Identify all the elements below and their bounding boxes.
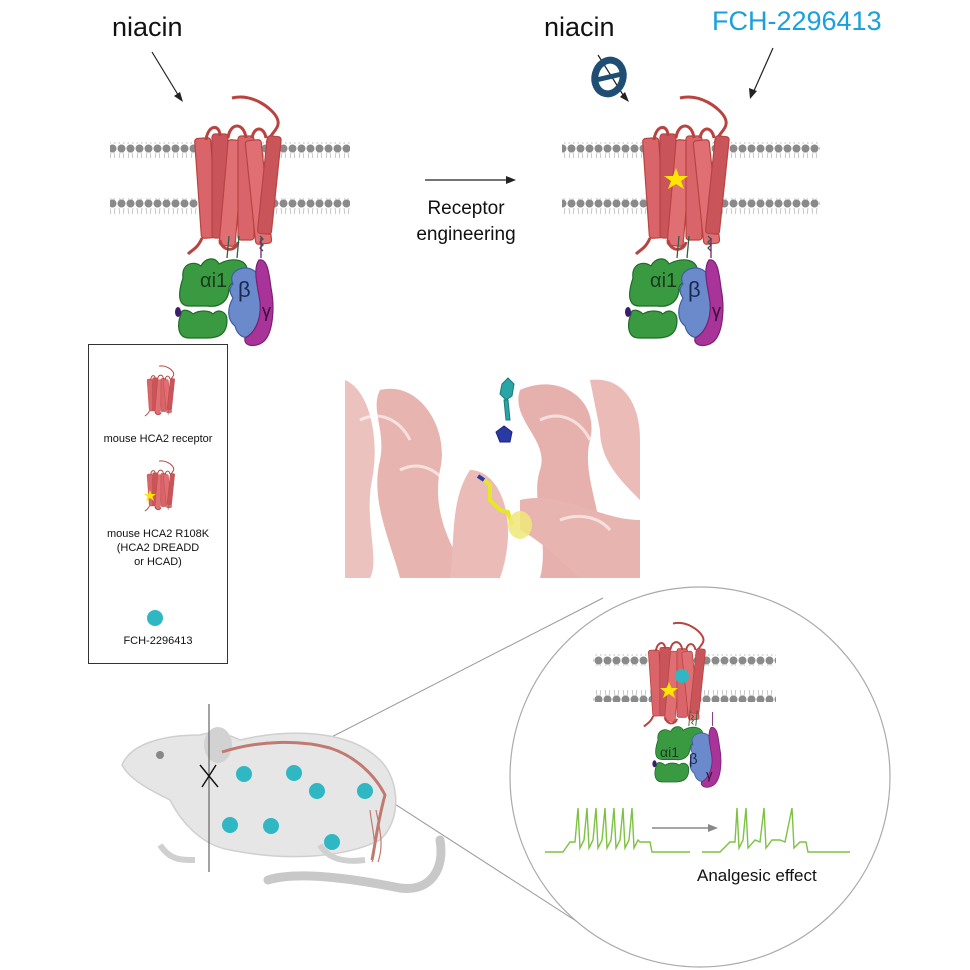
callout-line-top bbox=[309, 597, 604, 749]
legend-mutant-line1: mouse HCA2 R108K bbox=[106, 528, 210, 540]
trace-arrowhead bbox=[708, 824, 718, 832]
panel-wildtype bbox=[110, 51, 350, 347]
legend-item-mutant-label: mouse HCA2 R108K (HCA2 DREADD or HCAD) bbox=[89, 527, 227, 569]
mutation-star-icon bbox=[664, 168, 688, 189]
inset-ligand-dot-icon bbox=[675, 669, 689, 683]
legend-item-receptor-label: mouse HCA2 receptor bbox=[103, 433, 213, 445]
block-icon bbox=[591, 56, 627, 98]
legend-mutant-line3: or HCAD) bbox=[134, 556, 182, 568]
legend-box: mouse HCA2 receptor mouse HCA2 R108K (HC… bbox=[88, 344, 228, 664]
beta-subunit-label: β bbox=[688, 277, 701, 302]
receptor-engineering-line2: engineering bbox=[416, 224, 516, 245]
legend-item-ligand-label: FCH-2296413 bbox=[123, 635, 193, 647]
fch-arrow bbox=[752, 47, 774, 94]
panel-engineered bbox=[562, 47, 820, 347]
mouse-front-leg bbox=[157, 843, 196, 863]
legend-mutant-line2: (HCA2 DREADD bbox=[116, 542, 200, 554]
beta-subunit-label: β bbox=[689, 751, 698, 768]
beta-subunit-label: β bbox=[238, 277, 251, 302]
inset-star-icon bbox=[660, 682, 678, 698]
mouse-ear bbox=[204, 727, 232, 763]
mouse-tail bbox=[263, 835, 446, 893]
spinal-cord bbox=[221, 740, 387, 861]
inset-receptor-complex bbox=[593, 621, 776, 788]
legend-ligand-dot-icon bbox=[147, 610, 163, 626]
ligand-dot bbox=[263, 818, 279, 834]
gamma-subunit-label: γ bbox=[712, 301, 721, 321]
trace-after bbox=[702, 807, 850, 853]
callout-line-bottom bbox=[369, 787, 591, 931]
receptor-engineering-label: Receptor engineering bbox=[406, 196, 526, 248]
fch-arrowhead bbox=[749, 88, 757, 99]
mouse-hind-leg bbox=[317, 843, 366, 864]
analgesic-effect-label: Analgesic effect bbox=[697, 866, 817, 885]
mouse-illustration bbox=[121, 704, 446, 893]
alpha-subunit-label: αi1 bbox=[660, 744, 679, 760]
niacin-label: niacin bbox=[112, 12, 183, 42]
niacin-blocked-arrowhead bbox=[620, 92, 629, 102]
trace-before bbox=[545, 807, 690, 853]
sciatic-nerve bbox=[369, 809, 382, 863]
alpha-subunit-label: αi1 bbox=[200, 270, 227, 292]
hca2-receptor bbox=[186, 95, 283, 256]
engineering-arrowhead bbox=[506, 176, 516, 184]
niacin-arrowhead bbox=[174, 92, 183, 102]
protein-structure-image bbox=[342, 372, 642, 580]
ligand-dot bbox=[286, 765, 302, 781]
ligand-dot bbox=[324, 834, 340, 850]
mouse-body bbox=[121, 732, 397, 858]
ligand-dot bbox=[222, 817, 238, 833]
legend-star-icon bbox=[144, 490, 156, 501]
ligand-dot bbox=[357, 783, 373, 799]
niacin-blocked-label: niacin bbox=[544, 12, 615, 42]
gamma-subunit-label: γ bbox=[706, 767, 713, 782]
fch-agonist-label: FCH-2296413 bbox=[712, 6, 882, 36]
ligand-dot bbox=[236, 766, 252, 782]
gamma-subunit-label: γ bbox=[262, 301, 271, 321]
ligand-dot bbox=[309, 783, 325, 799]
alpha-subunit-label: αi1 bbox=[650, 270, 677, 292]
hca2-dreadd-receptor bbox=[634, 95, 731, 256]
cut-x-icon bbox=[199, 764, 219, 788]
ligand-dots bbox=[222, 765, 373, 850]
niacin-arrow bbox=[151, 51, 181, 99]
mouse-eye bbox=[156, 751, 164, 759]
receptor-engineering-line1: Receptor bbox=[427, 198, 505, 219]
